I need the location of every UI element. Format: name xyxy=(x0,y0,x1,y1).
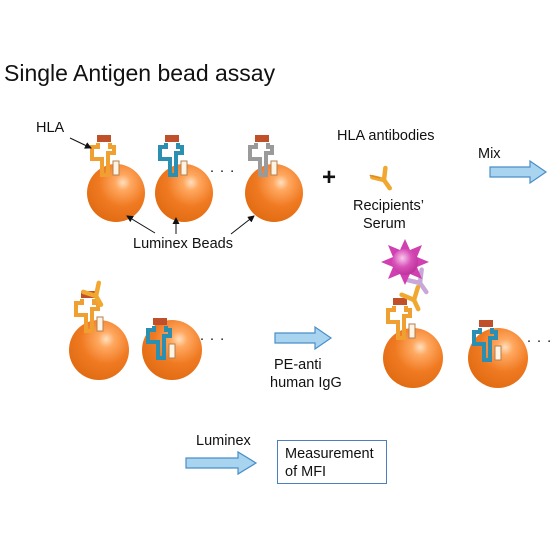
hla-molecule-1 xyxy=(90,135,120,177)
bound-antibody-2 xyxy=(399,284,421,312)
pe-anti-label-line2: human IgG xyxy=(270,375,342,391)
ellipsis-row2: . . . xyxy=(200,328,226,344)
ellipsis-row2-right: . . . xyxy=(527,330,550,346)
hla-molecule-5 xyxy=(146,318,176,360)
plus-sign: + xyxy=(322,164,337,191)
pe-arrow xyxy=(274,325,333,351)
recipients-serum-label-line1: Recipients’ xyxy=(353,198,424,214)
diagram-title: Single Antigen bead assay xyxy=(4,60,276,86)
mix-arrow xyxy=(489,159,548,185)
bead-2 xyxy=(155,164,213,222)
hla-pointer-arrow xyxy=(69,137,92,149)
pe-anti-label-line1: PE-anti xyxy=(274,357,322,373)
hla-molecule-7 xyxy=(472,320,502,362)
measurement-line1: Measurement xyxy=(285,446,374,462)
measurement-text: Measurement of MFI xyxy=(285,445,374,481)
measurement-box: Measurement of MFI xyxy=(277,440,387,484)
bead-3 xyxy=(245,164,303,222)
free-antibody xyxy=(369,165,392,191)
bead-4 xyxy=(69,320,129,380)
bead-1 xyxy=(87,164,145,222)
hla-antibodies-label: HLA antibodies xyxy=(337,128,435,144)
mix-label: Mix xyxy=(478,146,501,162)
hla-label: HLA xyxy=(36,120,65,136)
measurement-line2: of MFI xyxy=(285,464,327,481)
hla-molecule-6 xyxy=(386,298,416,340)
luminex-arrow xyxy=(185,450,258,476)
luminex-label: Luminex xyxy=(196,433,251,449)
pe-fluorophore xyxy=(381,239,429,285)
ellipsis-row1: . . . xyxy=(210,160,236,176)
bead-6 xyxy=(383,328,443,388)
luminex-beads-label: Luminex Beads xyxy=(133,236,233,252)
hla-molecule-2 xyxy=(158,135,188,177)
bound-antibody-1 xyxy=(80,280,104,307)
recipients-serum-label-line2: Serum xyxy=(363,216,406,232)
hla-molecule-3 xyxy=(248,135,278,177)
beads-pointer-arrows xyxy=(126,215,255,235)
